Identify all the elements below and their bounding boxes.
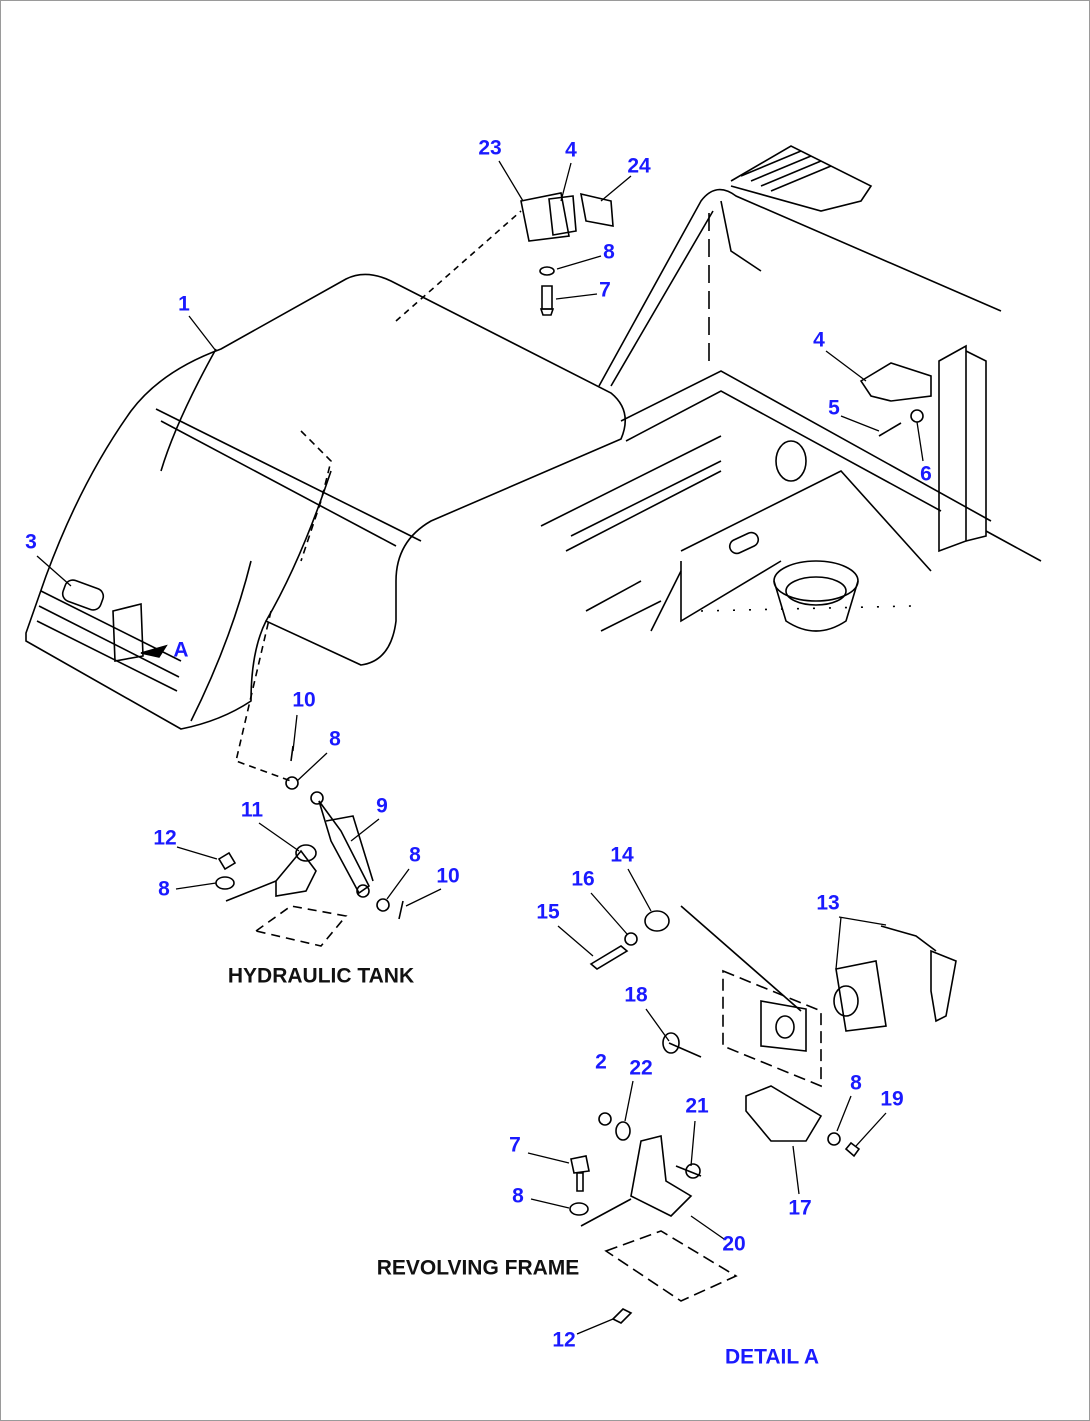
leader-lines bbox=[36, 160, 924, 1335]
revolving-frame-structure bbox=[540, 145, 1042, 632]
hinge-assembly-upper bbox=[520, 192, 614, 316]
callout-16: 16 bbox=[571, 867, 595, 891]
callout-4: 4 bbox=[565, 138, 577, 162]
callout-8: 8 bbox=[603, 240, 615, 264]
callout-7: 7 bbox=[509, 1133, 521, 1157]
cover-part-1 bbox=[25, 210, 627, 730]
callout-4: 4 bbox=[813, 328, 825, 352]
caption-detail-a: DETAIL A bbox=[724, 1345, 820, 1369]
callout-6: 6 bbox=[920, 462, 932, 486]
gas-spring-assembly bbox=[215, 610, 404, 947]
caption-hydraulic-tank: HYDRAULIC TANK bbox=[227, 964, 415, 988]
callout-24: 24 bbox=[627, 154, 651, 178]
callout-8: 8 bbox=[158, 877, 170, 901]
callout-12: 12 bbox=[552, 1328, 576, 1352]
callout-9: 9 bbox=[376, 794, 388, 818]
callout-8: 8 bbox=[850, 1071, 862, 1095]
callout-a: A bbox=[173, 638, 189, 662]
callout-8: 8 bbox=[512, 1184, 524, 1208]
callout-12: 12 bbox=[153, 826, 177, 850]
detail-a-lock-assembly bbox=[569, 905, 957, 1324]
callout-22: 22 bbox=[629, 1056, 653, 1080]
callout-13: 13 bbox=[816, 891, 840, 915]
callout-18: 18 bbox=[624, 983, 648, 1007]
caption-revolving-frame: REVOLVING FRAME bbox=[376, 1256, 580, 1280]
callout-11: 11 bbox=[240, 798, 264, 822]
callout-8: 8 bbox=[409, 843, 421, 867]
callout-14: 14 bbox=[610, 843, 634, 867]
callout-1: 1 bbox=[178, 292, 190, 316]
callout-10: 10 bbox=[292, 688, 316, 712]
callout-3: 3 bbox=[25, 530, 37, 554]
callout-10: 10 bbox=[436, 864, 460, 888]
callout-21: 21 bbox=[685, 1094, 709, 1118]
callout-2: 2 bbox=[595, 1050, 607, 1074]
callout-20: 20 bbox=[722, 1232, 746, 1256]
callout-8: 8 bbox=[329, 727, 341, 751]
callout-15: 15 bbox=[536, 900, 560, 924]
callout-5: 5 bbox=[828, 396, 840, 420]
callout-7: 7 bbox=[599, 278, 611, 302]
callout-19: 19 bbox=[880, 1087, 904, 1111]
callout-23: 23 bbox=[478, 136, 502, 160]
callout-17: 17 bbox=[788, 1196, 812, 1220]
